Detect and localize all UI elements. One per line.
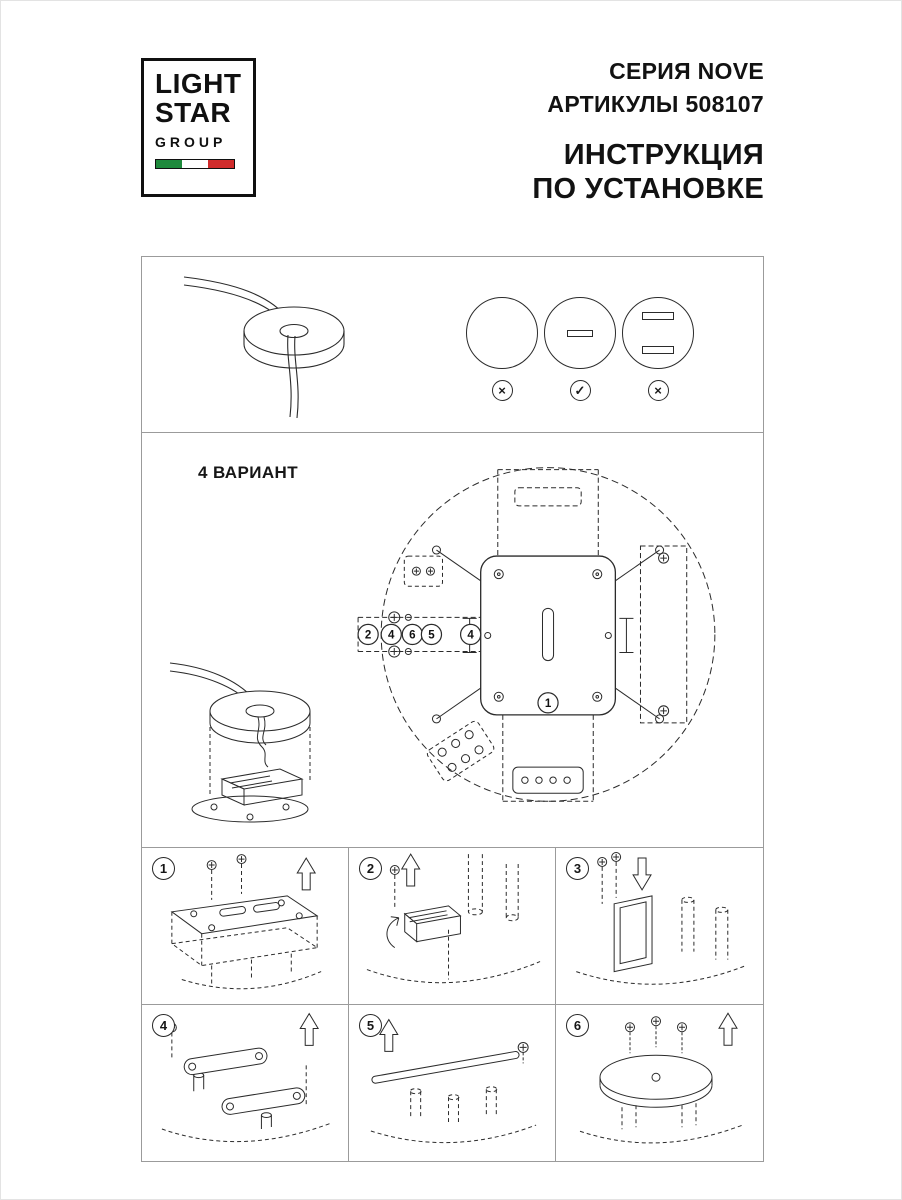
exploded-view-drawing [169,662,311,823]
header-titles: СЕРИЯ NOVE АРТИКУЛЫ 508107 ИНСТРУКЦИЯ ПО… [532,58,764,206]
instruction-panel: × ✓ × 4 ВАРИАНТ [141,256,764,1162]
flag-green-segment [156,160,182,169]
up-arrow-icon [296,857,317,891]
callout-circle [357,623,379,646]
callout-number: 5 [428,629,435,641]
callout-number: 1 [545,698,552,710]
ceiling-canopy-drawing [183,276,345,419]
logo-word-group: GROUP [155,134,227,151]
up-arrow-icon [299,1012,320,1046]
step-number: 5 [359,1013,382,1037]
logo-word-star: STAR [155,96,232,128]
callout-circle [459,623,482,646]
down-arrow-icon [632,857,652,891]
step-5: 5 [349,1004,556,1161]
slot-shape [642,346,674,354]
step-number: 6 [566,1013,589,1037]
cross-mark-icon: × [491,380,513,401]
slotted-head-icon [544,297,616,369]
step-1-drawing [170,854,322,990]
step-number: 3 [566,857,589,880]
step-4: 4 [142,1004,349,1161]
slot-shape [642,312,674,320]
step-number: 1 [152,857,175,880]
step-6-drawing [579,1011,743,1143]
section-mounting-overview: × ✓ × [142,257,763,433]
callout-number: 4 [388,629,395,641]
section-variant-diagram: 4 ВАРИАНТ [142,433,763,848]
callout-circle [537,692,559,714]
check-mark-icon: ✓ [569,380,591,401]
slot-shape [567,329,593,337]
section-steps: 1 [142,848,763,1161]
callout-circle [420,623,443,646]
articles-title: АРТИКУЛЫ 508107 [547,91,764,117]
cross-mark-icon: × [647,380,669,401]
series-title: СЕРИЯ NOVE [609,58,764,84]
step-1: 1 [142,848,349,1005]
callout-circle [380,623,402,646]
italy-flag-icon [155,159,235,170]
step-2-drawing [366,853,541,984]
step-2: 2 [349,848,556,1005]
mounting-plate-diagram: 2 4 6 5 4 1 [357,467,716,802]
double-slot-head-icon [622,297,694,369]
instruction-title: ИНСТРУКЦИЯ ПО УСТАНОВКЕ [532,139,764,206]
up-arrow-icon [400,853,421,887]
step-3-drawing [576,851,746,985]
central-mounting-plate [480,555,617,716]
variant-label: 4 ВАРИАНТ [198,463,298,482]
screw-head-double-slot: × [621,297,695,401]
screwdriver-compatibility: × ✓ × [465,297,695,401]
up-arrow-icon [378,1018,399,1052]
instruction-title-line2: ПО УСТАНОВКЕ [532,172,764,205]
callout-number: 4 [467,629,474,641]
flag-white-segment [182,160,208,169]
step-3: 3 [556,848,763,1005]
step-number: 2 [359,857,382,880]
callout-number: 2 [365,629,371,641]
lightstar-logo: LIGHT STAR GROUP [141,58,256,197]
screw-head-plain: × [465,297,539,401]
center-slot [541,607,555,662]
up-arrow-icon [718,1011,738,1046]
instruction-title-line1: ИНСТРУКЦИЯ [563,139,764,171]
flag-red-segment [208,160,234,169]
logo-word-light: LIGHT [155,68,242,99]
step-4-drawing [161,1012,332,1142]
screw-head-slotted: ✓ [543,297,617,401]
step-number: 4 [152,1013,175,1037]
step-6: 6 [556,1005,763,1162]
plain-head-icon [466,297,538,369]
callout-number: 6 [409,629,415,641]
step-5-drawing [370,1018,537,1143]
